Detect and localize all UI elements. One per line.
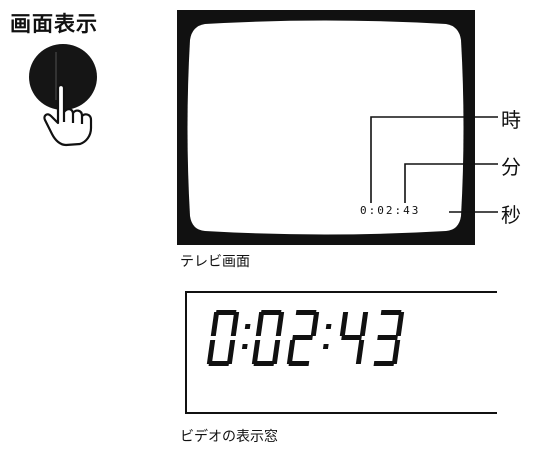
annotation-lines (370, 116, 498, 213)
display-button[interactable] (29, 44, 97, 110)
display-button-label: 画面表示 (10, 12, 98, 36)
hours-label: 時 (501, 108, 521, 132)
seconds-label: 秒 (501, 203, 521, 227)
video-display-caption: ビデオの表示窓 (180, 429, 278, 445)
minutes-label: 分 (501, 155, 521, 179)
tv-screen-caption: テレビ画面 (180, 254, 250, 270)
tv-time-readout: 0:02:43 (360, 204, 421, 217)
tv-screen (187, 20, 464, 235)
hand-pointer-icon (43, 83, 93, 147)
video-display-window (185, 291, 497, 414)
seven-segment-readout (206, 310, 405, 366)
